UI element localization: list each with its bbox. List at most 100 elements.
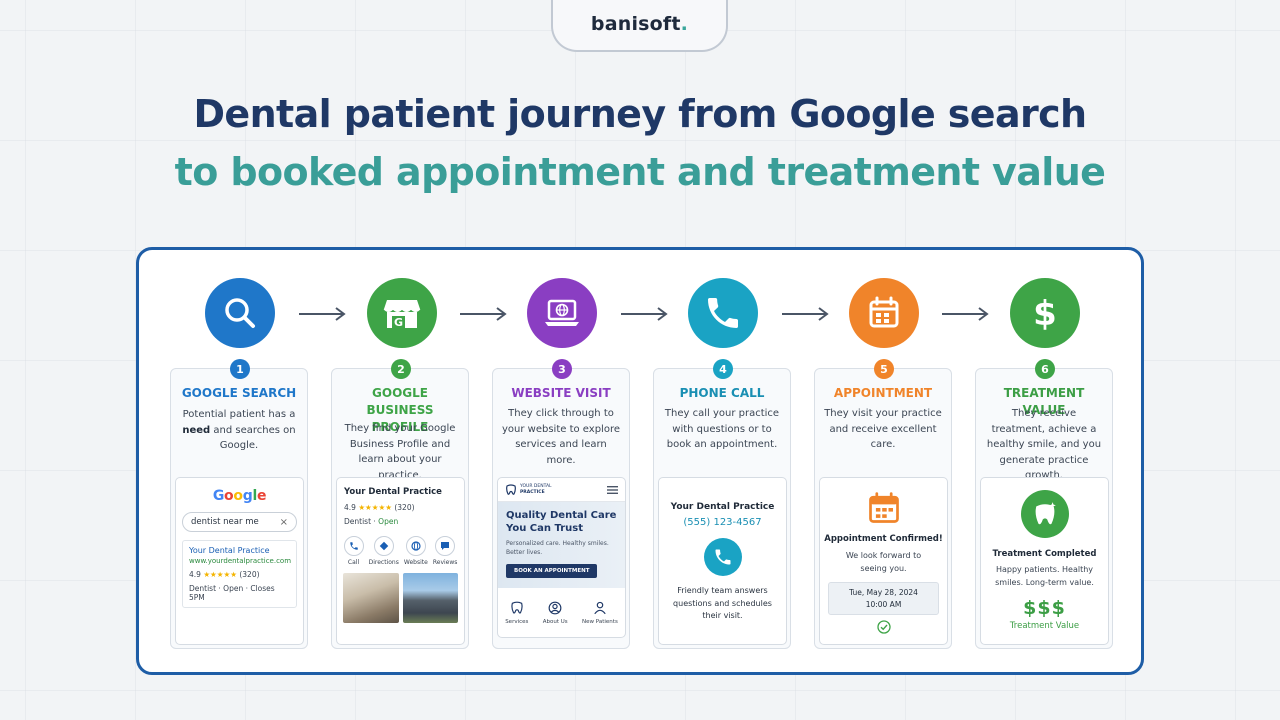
clear-icon[interactable]: × xyxy=(280,517,288,528)
step-title: PHONE CALL xyxy=(654,385,790,402)
storefront-icon: G xyxy=(381,292,423,334)
website-headline: Quality Dental Care You Can Trust xyxy=(506,509,617,535)
appointment-note: We look forward to seeing you. xyxy=(820,550,947,575)
calendar-icon xyxy=(866,490,902,526)
google-search-mock: Google dentist near me × Your Dental Pra… xyxy=(175,477,304,645)
step-number-badge: 6 xyxy=(1035,359,1055,379)
svg-text:G: G xyxy=(394,316,403,329)
directions-action[interactable]: Directions xyxy=(369,536,399,566)
treatment-value-label: Treatment Value xyxy=(981,621,1108,631)
treatment-mock: Treatment Completed Happy patients. Heal… xyxy=(980,477,1109,645)
clinic-exterior-photo xyxy=(403,573,459,623)
practice-name: Your Dental Practice xyxy=(659,502,786,512)
phone-icon xyxy=(713,547,733,567)
appointment-mock: Appointment Confirmed! We look forward t… xyxy=(819,477,948,645)
step-4-circle xyxy=(688,278,758,348)
clinic-interior-photo xyxy=(343,573,399,623)
website-mock: YOUR DENTAL PRACTICE Quality Dental Care… xyxy=(497,477,626,638)
website-action[interactable]: Website xyxy=(404,536,428,566)
person-icon xyxy=(593,601,607,615)
title-line-2: to booked appointment and treatment valu… xyxy=(0,150,1280,194)
phone-call-mock: Your Dental Practice (555) 123-4567 Frie… xyxy=(658,477,787,645)
user-circle-icon xyxy=(548,601,562,615)
arrow-right-icon xyxy=(620,305,670,323)
globe-icon xyxy=(406,536,426,556)
treatment-note: Happy patients. Healthy smiles. Long-ter… xyxy=(981,564,1108,589)
dollar-icon: $ xyxy=(1025,293,1065,333)
step-title: WEBSITE VISIT xyxy=(493,385,629,402)
directions-icon xyxy=(374,536,394,556)
step-description: They visit your practice and receive exc… xyxy=(815,406,951,453)
step-description: They receive treatment, achieve a health… xyxy=(976,406,1112,484)
search-input[interactable]: dentist near me × xyxy=(182,512,297,532)
step-number-badge: 2 xyxy=(391,359,411,379)
step-3-circle xyxy=(527,278,597,348)
step-card-phone-call: PHONE CALL They call your practice with … xyxy=(653,368,791,649)
step-card-treatment-value: TREATMENT VALUE They receive treatment, … xyxy=(975,368,1113,649)
appointment-confirmed-title: Appointment Confirmed! xyxy=(820,534,947,544)
check-circle-icon xyxy=(877,620,891,634)
step-description: They click through to your website to ex… xyxy=(493,406,629,468)
result-rating: 4.9 ★★★★★ (320) xyxy=(189,570,290,579)
appointment-datetime: Tue, May 28, 2024 10:00 AM xyxy=(828,582,939,615)
profile-rating: 4.9 ★★★★★ (320) xyxy=(344,503,457,512)
arrow-right-icon xyxy=(781,305,831,323)
profile-status: Dentist · Open xyxy=(344,517,457,526)
nav-about-us[interactable]: About Us xyxy=(543,601,568,625)
phone-number[interactable]: (555) 123-4567 xyxy=(659,517,786,528)
arrow-right-icon xyxy=(941,305,991,323)
book-appointment-button[interactable]: BOOK AN APPOINTMENT xyxy=(506,564,597,578)
step-5-circle xyxy=(849,278,919,348)
result-meta: Dentist · Open · Closes 5PM xyxy=(189,584,290,602)
appointment-time: 10:00 AM xyxy=(829,600,938,609)
brand-logo: banisoft. xyxy=(591,13,688,35)
nav-new-patients[interactable]: New Patients xyxy=(582,601,618,625)
step-card-google-search: GOOGLE SEARCH Potential patient has a ne… xyxy=(170,368,308,649)
step-number-badge: 3 xyxy=(552,359,572,379)
business-profile-mock: Your Dental Practice 4.9 ★★★★★ (320) Den… xyxy=(336,477,465,645)
calendar-icon xyxy=(864,293,904,333)
reviews-action[interactable]: Reviews xyxy=(433,536,458,566)
search-icon xyxy=(220,293,260,333)
tooth-sparkle-icon xyxy=(1032,501,1058,527)
profile-name: Your Dental Practice xyxy=(344,487,457,497)
phone-icon xyxy=(703,293,743,333)
appointment-date: Tue, May 28, 2024 xyxy=(829,588,938,597)
title-line-1: Dental patient journey from Google searc… xyxy=(0,92,1280,136)
arrow-right-icon xyxy=(459,305,509,323)
step-6-circle: $ xyxy=(1010,278,1080,348)
step-number-badge: 5 xyxy=(874,359,894,379)
call-button[interactable] xyxy=(704,538,742,576)
hamburger-menu-icon[interactable] xyxy=(607,486,618,494)
step-title: GOOGLE SEARCH xyxy=(171,385,307,402)
step-description: They find your Google Business Profile a… xyxy=(332,421,468,483)
google-logo: Google xyxy=(176,488,303,504)
call-action[interactable]: Call xyxy=(344,536,364,566)
result-title[interactable]: Your Dental Practice xyxy=(189,546,290,555)
arrow-right-icon xyxy=(298,305,348,323)
treatment-completed-title: Treatment Completed xyxy=(981,549,1108,559)
money-symbol: $$$ xyxy=(981,597,1108,619)
laptop-globe-icon xyxy=(541,292,583,334)
nav-services[interactable]: Services xyxy=(505,601,528,625)
svg-text:$: $ xyxy=(1033,294,1057,333)
step-number-badge: 4 xyxy=(713,359,733,379)
step-title: APPOINTMENT xyxy=(815,385,951,402)
result-url[interactable]: www.yourdentalpractice.com xyxy=(189,557,290,565)
step-description: They call your practice with questions o… xyxy=(654,406,790,453)
phone-icon xyxy=(344,536,364,556)
tooth-badge xyxy=(1021,490,1069,538)
website-header: YOUR DENTAL PRACTICE xyxy=(498,478,625,502)
profile-actions: Call Directions Website Reviews xyxy=(341,536,460,566)
step-card-appointment: APPOINTMENT They visit your practice and… xyxy=(814,368,952,649)
phone-note: Friendly team answers questions and sche… xyxy=(659,585,786,623)
brand-logo-tab: banisoft. xyxy=(551,0,728,52)
step-1-circle xyxy=(205,278,275,348)
website-brand: YOUR DENTAL PRACTICE xyxy=(505,484,552,496)
step-2-circle: G xyxy=(367,278,437,348)
website-hero: Quality Dental Care You Can Trust Person… xyxy=(498,502,625,588)
website-nav: Services About Us New Patients xyxy=(498,588,625,638)
chat-icon xyxy=(435,536,455,556)
step-card-website-visit: WEBSITE VISIT They click through to your… xyxy=(492,368,630,649)
search-result[interactable]: Your Dental Practice www.yourdentalpract… xyxy=(182,540,297,608)
